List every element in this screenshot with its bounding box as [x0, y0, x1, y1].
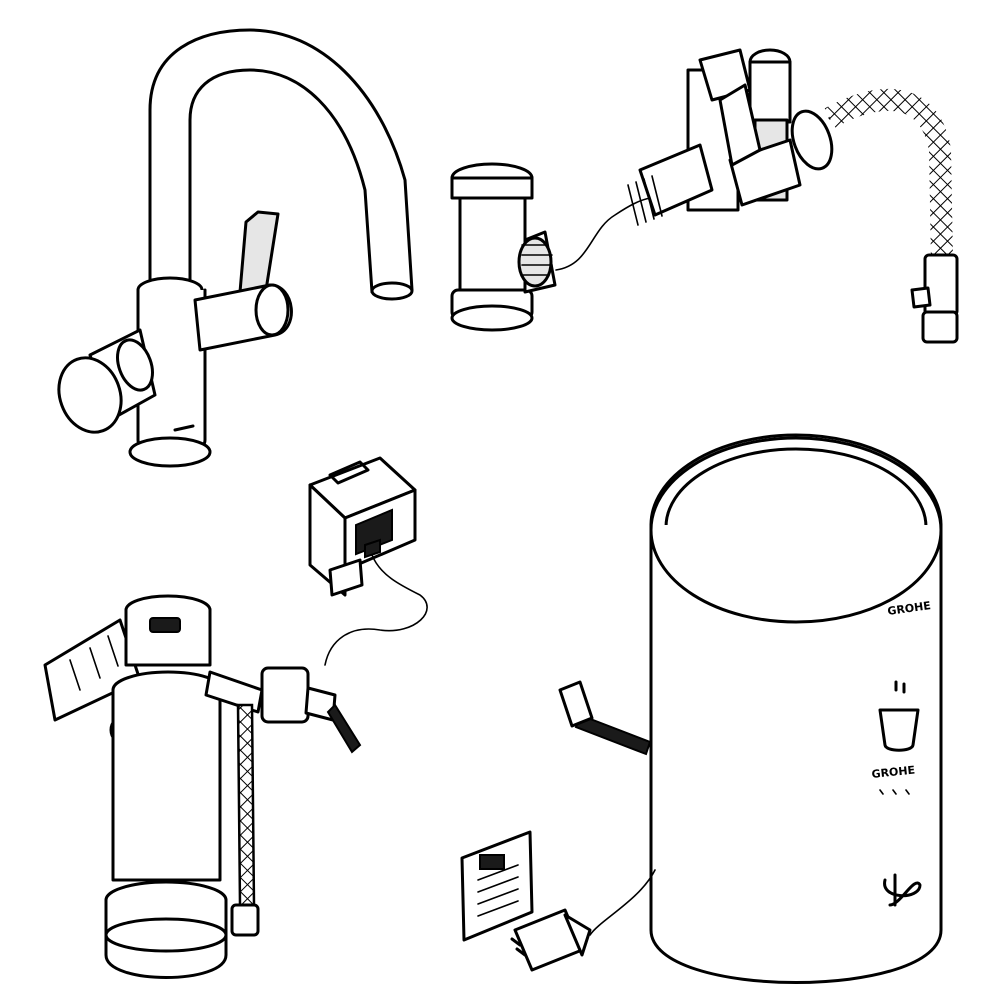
brand-label-side: GROHE: [871, 763, 916, 780]
faucet: [57, 28, 414, 468]
brand-label-top: GROHE: [887, 599, 932, 618]
valve-assembly: [627, 48, 834, 226]
rating-label: [460, 830, 534, 942]
flow-meter-display: [308, 456, 428, 666]
braided-hose: [824, 88, 959, 344]
tee-fitting: [450, 162, 651, 332]
power-plug: [510, 869, 656, 972]
filter-cartridge: [43, 594, 362, 979]
boiler-tank: GROHE GROHE: [558, 433, 943, 984]
